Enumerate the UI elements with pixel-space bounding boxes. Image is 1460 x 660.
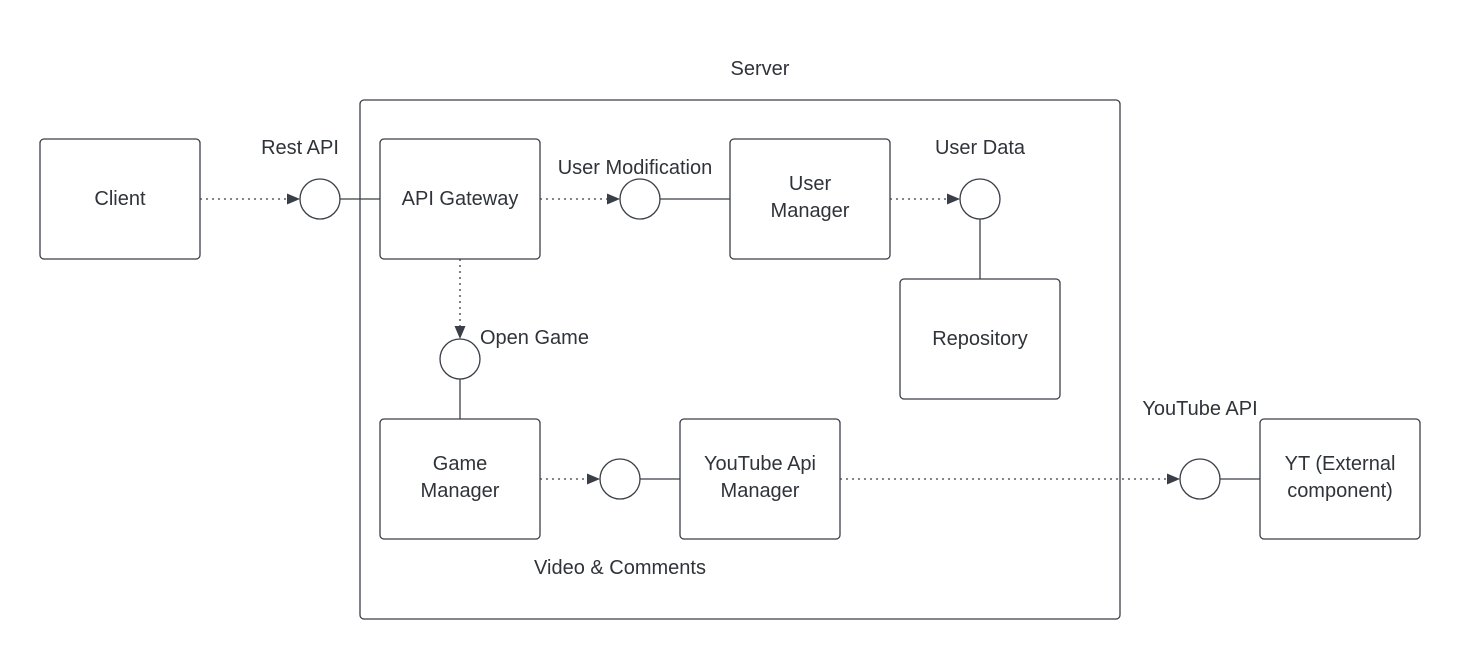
server-container [359, 99, 1121, 620]
repository-component [899, 278, 1061, 400]
rest-api-label: Rest API [261, 137, 339, 159]
gateway-to-user-modification-arrowhead [607, 193, 620, 205]
game-manager-to-video-comments-arrowhead [587, 473, 600, 485]
server-label: Server [731, 58, 790, 80]
client-component [39, 138, 201, 260]
youtube-api-interface [1179, 458, 1221, 500]
user-manager-label-line-1: User [789, 173, 832, 195]
user-data-interface [959, 178, 1001, 220]
client-label: Client [94, 188, 146, 210]
youtube-api-manager-label-line-2: Manager [721, 480, 800, 502]
youtube-api-manager-to-youtube-api-arrowhead [1167, 473, 1180, 485]
game-manager-component [379, 418, 541, 540]
user-modification-label: User Modification [558, 157, 713, 179]
youtube-api-label: YouTube API [1142, 398, 1257, 420]
video-comments-interface [599, 458, 641, 500]
yt-external-component [1259, 418, 1421, 540]
user-manager-to-user-data-arrowhead [947, 193, 960, 205]
user-manager-label-line-2: Manager [771, 200, 850, 222]
open-game-interface [439, 338, 481, 380]
youtube-api-manager-component [679, 418, 841, 540]
user-manager-component [729, 138, 891, 260]
game-manager-label-line-1: Game [433, 453, 487, 475]
game-manager-label-line-2: Manager [421, 480, 500, 502]
yt-external-label-line-2: component) [1287, 480, 1393, 502]
user-data-label: User Data [935, 137, 1026, 159]
video-comments-label: Video & Comments [534, 557, 706, 579]
api-gateway-component [379, 138, 541, 260]
user-modification-interface [619, 178, 661, 220]
client-to-rest-api-arrowhead [287, 193, 300, 205]
youtube-api-manager-label-line-1: YouTube Api [704, 453, 816, 475]
repository-label: Repository [932, 328, 1028, 350]
open-game-label: Open Game [480, 327, 589, 349]
gateway-to-open-game-arrowhead [454, 326, 466, 339]
yt-external-label-line-1: YT (External [1285, 453, 1396, 475]
rest-api-interface [299, 178, 341, 220]
api-gateway-label: API Gateway [402, 188, 519, 210]
